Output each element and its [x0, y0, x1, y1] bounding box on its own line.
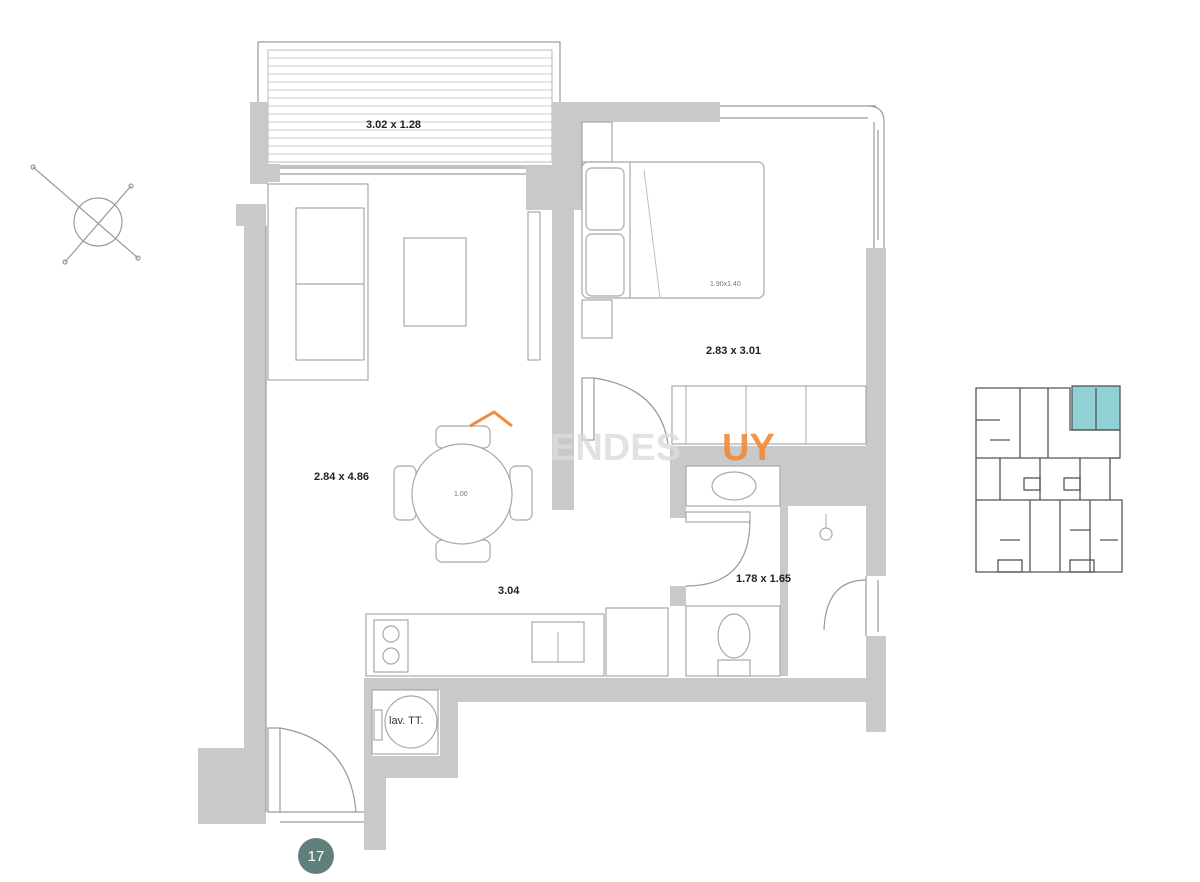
sofa: [267, 183, 369, 381]
watermark-right: UY: [722, 427, 775, 469]
compass-icon: [30, 164, 141, 265]
laundry-machine: [371, 689, 439, 755]
dining-table: [393, 425, 533, 563]
unit-number: 17: [308, 848, 325, 865]
label-dining: 3.04: [498, 585, 520, 597]
watermark: ENDES UY: [469, 410, 775, 469]
walls: [198, 102, 886, 850]
label-bed-size: 1.90x1.40: [710, 281, 741, 288]
balcony: [257, 41, 561, 167]
key-plan: [975, 385, 1123, 573]
watermark-left: ENDES: [550, 427, 681, 469]
unit-badge: 17: [298, 838, 334, 874]
label-balcony: 3.02 x 1.28: [366, 119, 421, 131]
wardrobe: [671, 385, 867, 445]
coffee-table: [403, 237, 467, 327]
bedroom-door: [581, 377, 669, 445]
kitchen-counter: [365, 607, 669, 677]
label-laundry: lav. TT.: [389, 715, 423, 727]
bed: [581, 121, 765, 339]
bathroom-fixtures: [685, 465, 867, 677]
entrance-door: [267, 727, 357, 813]
tv-unit: [527, 211, 541, 361]
label-table-size: 1.00: [454, 491, 468, 498]
label-living: 2.84 x 4.86: [314, 471, 369, 483]
label-bathroom: 1.78 x 1.65: [736, 573, 791, 585]
label-bedroom: 2.83 x 3.01: [706, 345, 761, 357]
